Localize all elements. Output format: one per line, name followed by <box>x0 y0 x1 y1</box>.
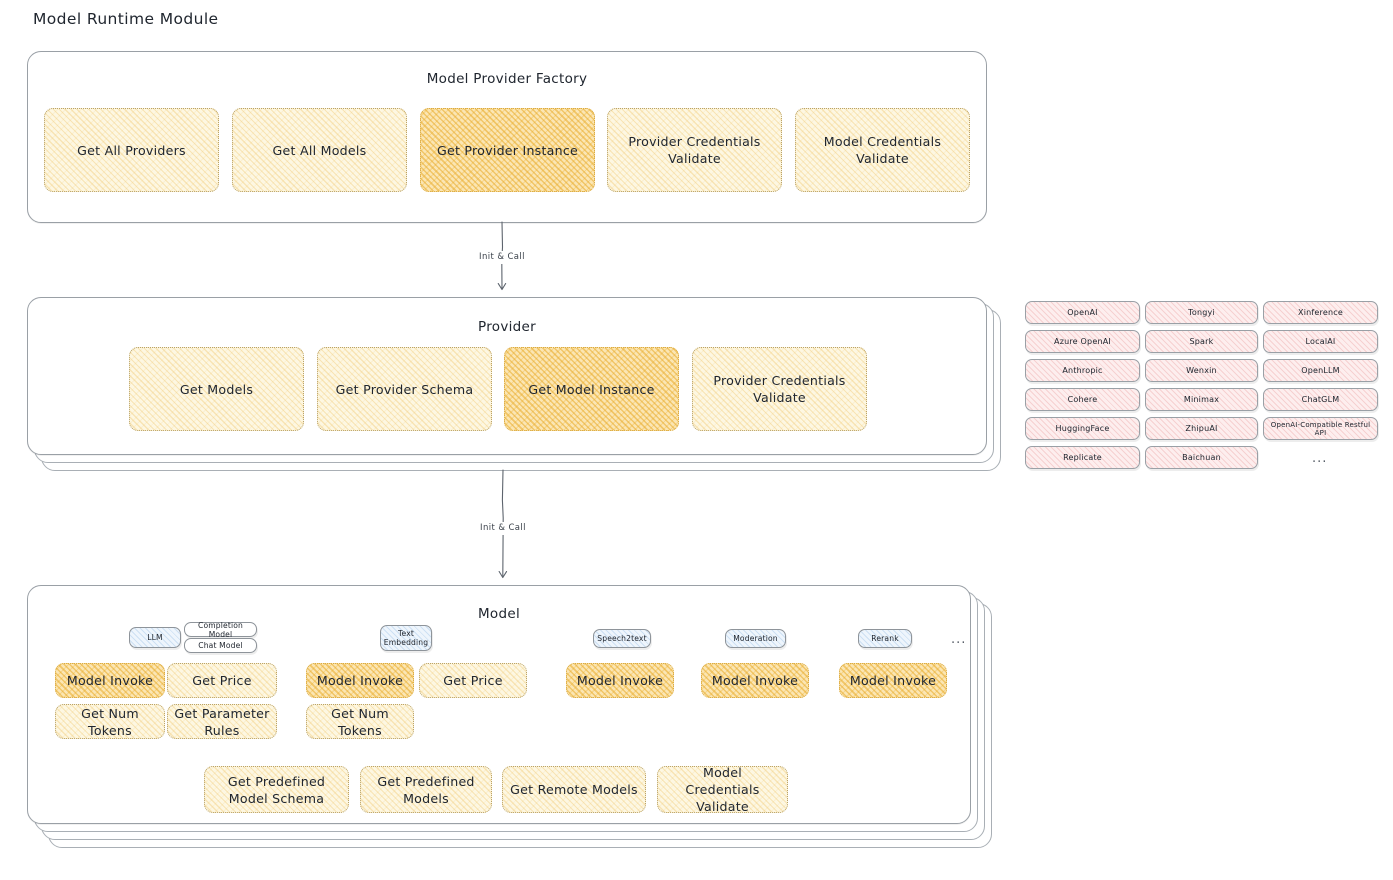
model-action-llm-get-num-tokens[interactable]: Get Num Tokens <box>55 704 165 739</box>
model-action-speech2text-model-invoke[interactable]: Model Invoke <box>566 663 674 698</box>
model-type-chip-text-embedding[interactable]: Text Embedding <box>380 625 432 651</box>
model-shared-action-get-remote-models[interactable]: Get Remote Models <box>502 766 646 813</box>
page-title: Model Runtime Module <box>33 10 219 28</box>
model-subtype-chip-chat-model[interactable]: Chat Model <box>184 638 257 653</box>
provider-chip-openai[interactable]: OpenAI <box>1025 301 1140 324</box>
model-types-more-ellipsis: ... <box>951 632 967 647</box>
model-title: Model <box>477 606 521 622</box>
connector-label-bg-2 <box>463 522 543 535</box>
model-type-chip-speech2text[interactable]: Speech2text <box>593 629 651 648</box>
provider-chip-azure-openai[interactable]: Azure OpenAI <box>1025 330 1140 353</box>
model-type-chip-moderation[interactable]: Moderation <box>725 629 786 648</box>
provider-node-get-models[interactable]: Get Models <box>129 347 304 431</box>
model-provider-factory-title: Model Provider Factory <box>426 71 588 87</box>
model-action-llm-get-price[interactable]: Get Price <box>167 663 277 698</box>
model-type-chip-llm[interactable]: LLM <box>129 627 181 648</box>
connector-label-1-text: Init & Call <box>479 252 525 262</box>
provider-chip-wenxin[interactable]: Wenxin <box>1145 359 1258 382</box>
model-action-llm-get-parameter-rules[interactable]: Get Parameter Rules <box>167 704 277 739</box>
factory-node-provider-credentials-validate[interactable]: Provider Credentials Validate <box>607 108 782 192</box>
provider-chip-xinference[interactable]: Xinference <box>1263 301 1378 324</box>
model-action-text-embedding-get-num-tokens[interactable]: Get Num Tokens <box>306 704 414 739</box>
provider-chip-openai-compatible-restful-api[interactable]: OpenAI-Compatible Restful API <box>1263 417 1378 440</box>
provider-node-get-model-instance[interactable]: Get Model Instance <box>504 347 679 431</box>
provider-chip-localai[interactable]: LocalAI <box>1263 330 1378 353</box>
provider-chip-cohere[interactable]: Cohere <box>1025 388 1140 411</box>
model-action-llm-model-invoke[interactable]: Model Invoke <box>55 663 165 698</box>
model-action-rerank-model-invoke[interactable]: Model Invoke <box>839 663 947 698</box>
provider-list-more-ellipsis: ... <box>1312 451 1328 466</box>
model-subtype-chip-completion-model[interactable]: Completion Model <box>184 621 257 639</box>
provider-node-provider-credentials-validate[interactable]: Provider Credentials Validate <box>692 347 867 431</box>
model-action-text-embedding-model-invoke[interactable]: Model Invoke <box>306 663 414 698</box>
connector-label-2-text: Init & Call <box>480 523 526 533</box>
factory-node-get-all-providers[interactable]: Get All Providers <box>44 108 219 192</box>
provider-title: Provider <box>478 319 536 335</box>
provider-chip-spark[interactable]: Spark <box>1145 330 1258 353</box>
model-shared-action-get-predefined-models[interactable]: Get Predefined Models <box>360 766 492 813</box>
model-type-chip-rerank[interactable]: Rerank <box>858 629 912 648</box>
factory-node-get-provider-instance[interactable]: Get Provider Instance <box>420 108 595 192</box>
provider-chip-huggingface[interactable]: HuggingFace <box>1025 417 1140 440</box>
provider-chip-baichuan[interactable]: Baichuan <box>1145 446 1258 469</box>
factory-node-model-credentials-validate[interactable]: Model Credentials Validate <box>795 108 970 192</box>
provider-node-get-provider-schema[interactable]: Get Provider Schema <box>317 347 492 431</box>
model-panel: Model <box>27 585 971 824</box>
model-action-moderation-model-invoke[interactable]: Model Invoke <box>701 663 809 698</box>
provider-chip-minimax[interactable]: Minimax <box>1145 388 1258 411</box>
provider-chip-chatglm[interactable]: ChatGLM <box>1263 388 1378 411</box>
model-action-text-embedding-get-price[interactable]: Get Price <box>419 663 527 698</box>
provider-chip-zhipuai[interactable]: ZhipuAI <box>1145 417 1258 440</box>
provider-chip-openllm[interactable]: OpenLLM <box>1263 359 1378 382</box>
model-shared-action-model-credentials-validate[interactable]: Model Credentials Validate <box>657 765 788 814</box>
provider-chip-tongyi[interactable]: Tongyi <box>1145 301 1258 324</box>
provider-chip-replicate[interactable]: Replicate <box>1025 446 1140 469</box>
connector-label-bg-1 <box>462 251 542 264</box>
provider-chip-anthropic[interactable]: Anthropic <box>1025 359 1140 382</box>
factory-node-get-all-models[interactable]: Get All Models <box>232 108 407 192</box>
model-shared-action-get-predefined-model-schema[interactable]: Get Predefined Model Schema <box>204 766 349 813</box>
